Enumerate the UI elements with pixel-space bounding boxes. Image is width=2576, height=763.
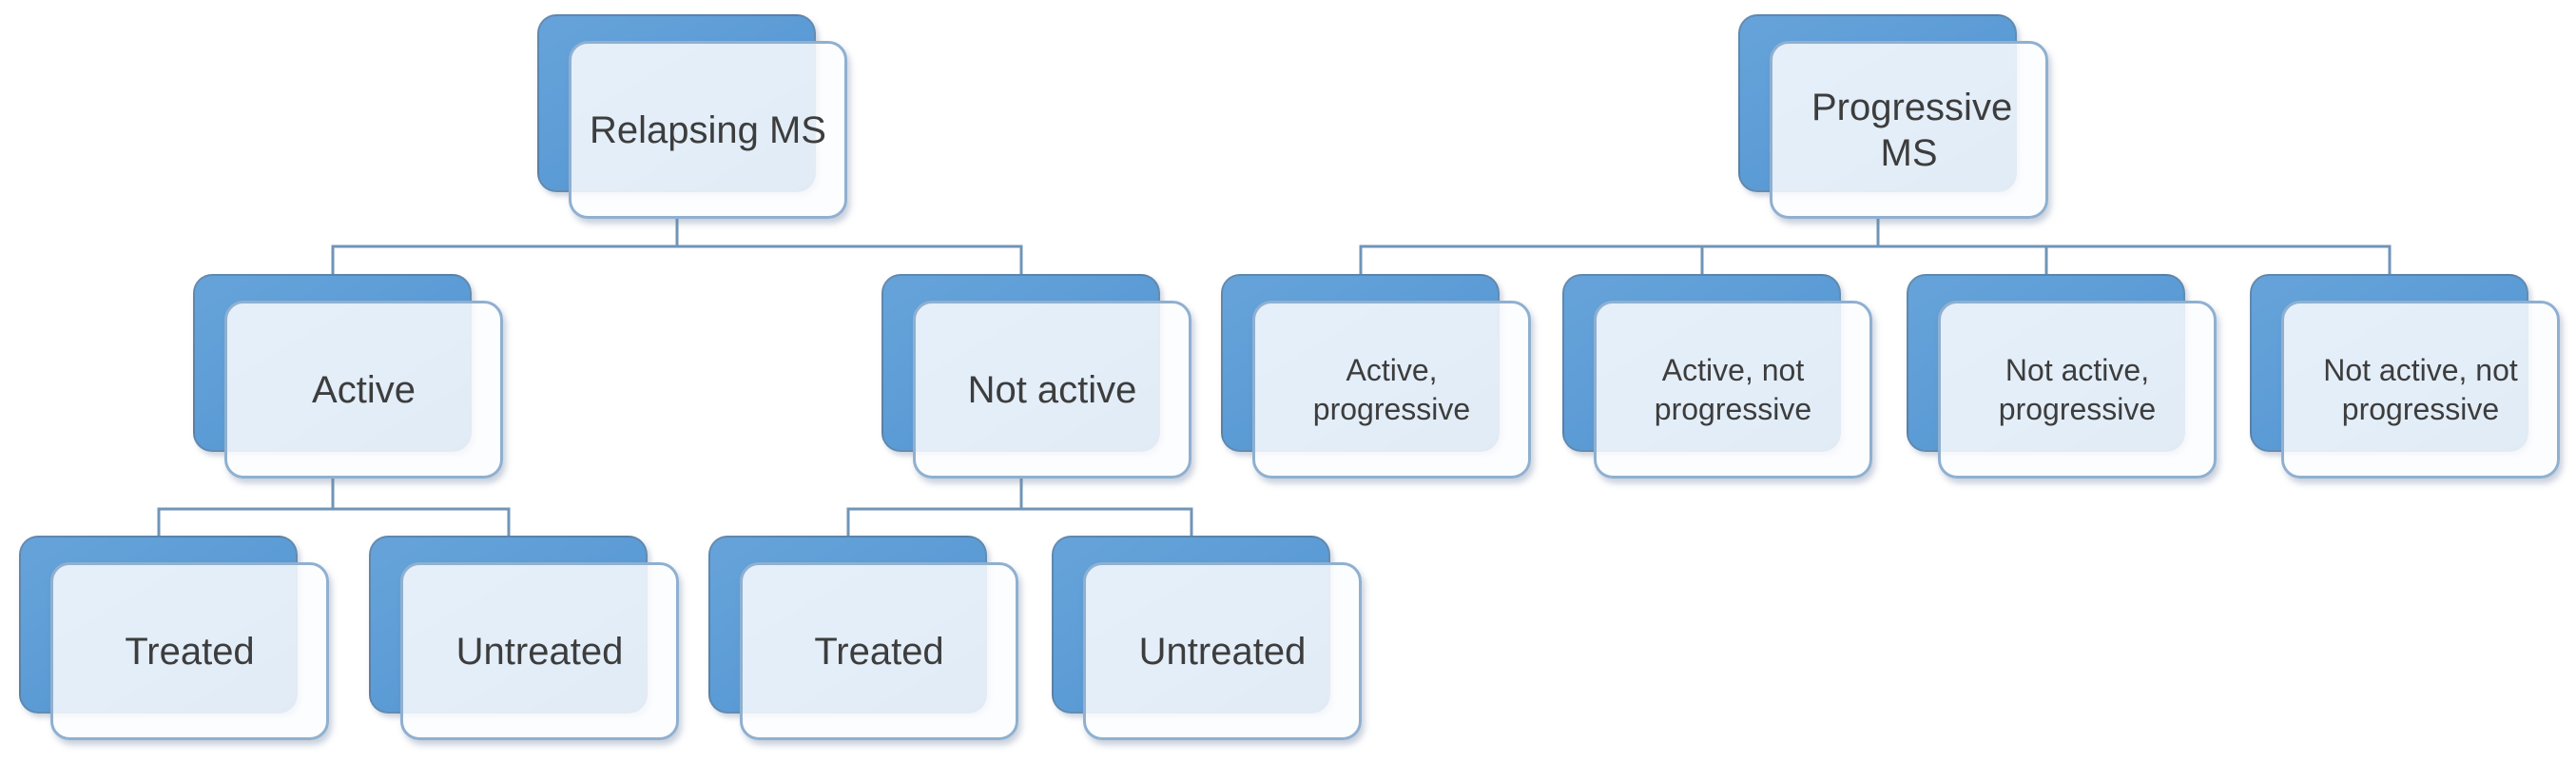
- label-card: Treated: [50, 562, 329, 740]
- label-card: Active: [224, 301, 503, 479]
- node-label: Active, progressive: [1312, 352, 1471, 426]
- connector-relapsing-to-children: [331, 219, 1023, 274]
- label-card: Not active: [913, 301, 1191, 479]
- node-label: Active, not progressive: [1654, 352, 1812, 426]
- node-label: Treated: [814, 630, 944, 673]
- node-treated-under-active: Treated: [19, 536, 329, 740]
- node-label: Untreated: [455, 630, 624, 673]
- node-label: Not active, not progressive: [2323, 352, 2518, 426]
- node-relapsing-ms: Relapsing MS: [537, 14, 847, 219]
- node-progressive-ms: Progressive MS: [1738, 14, 2048, 219]
- node-active-progressive: Active, progressive: [1221, 274, 1531, 479]
- node-not-active: Not active: [881, 274, 1191, 479]
- node-label: Untreated: [1138, 630, 1307, 673]
- label-card: Untreated: [1083, 562, 1362, 740]
- node-not-active-not-progressive: Not active, not progressive: [2250, 274, 2560, 479]
- label-card: Not active, not progressive: [2281, 301, 2560, 479]
- label-card: Active, not progressive: [1594, 301, 1872, 479]
- node-label: Active: [312, 368, 416, 411]
- node-untreated-under-not-active: Untreated: [1052, 536, 1362, 740]
- label-card: Untreated: [400, 562, 679, 740]
- connector-not-active-to-children: [846, 479, 1193, 536]
- label-card: Treated: [740, 562, 1018, 740]
- label-card: Relapsing MS: [569, 41, 847, 219]
- label-card: Not active, progressive: [1938, 301, 2217, 479]
- node-treated-under-not-active: Treated: [708, 536, 1018, 740]
- node-not-active-progressive: Not active, progressive: [1907, 274, 2217, 479]
- node-label: Treated: [125, 630, 255, 673]
- label-card: Active, progressive: [1252, 301, 1531, 479]
- node-untreated-under-active: Untreated: [369, 536, 679, 740]
- node-label: Relapsing MS: [589, 108, 826, 151]
- node-active-not-progressive: Active, not progressive: [1562, 274, 1872, 479]
- node-label: Not active: [967, 368, 1137, 411]
- connector-progressive-to-children: [1359, 219, 2392, 274]
- node-label: Progressive MS: [1811, 86, 2013, 174]
- node-active: Active: [193, 274, 503, 479]
- label-card: Progressive MS: [1770, 41, 2048, 219]
- connector-active-to-children: [157, 479, 511, 536]
- node-label: Not active, progressive: [1998, 352, 2157, 426]
